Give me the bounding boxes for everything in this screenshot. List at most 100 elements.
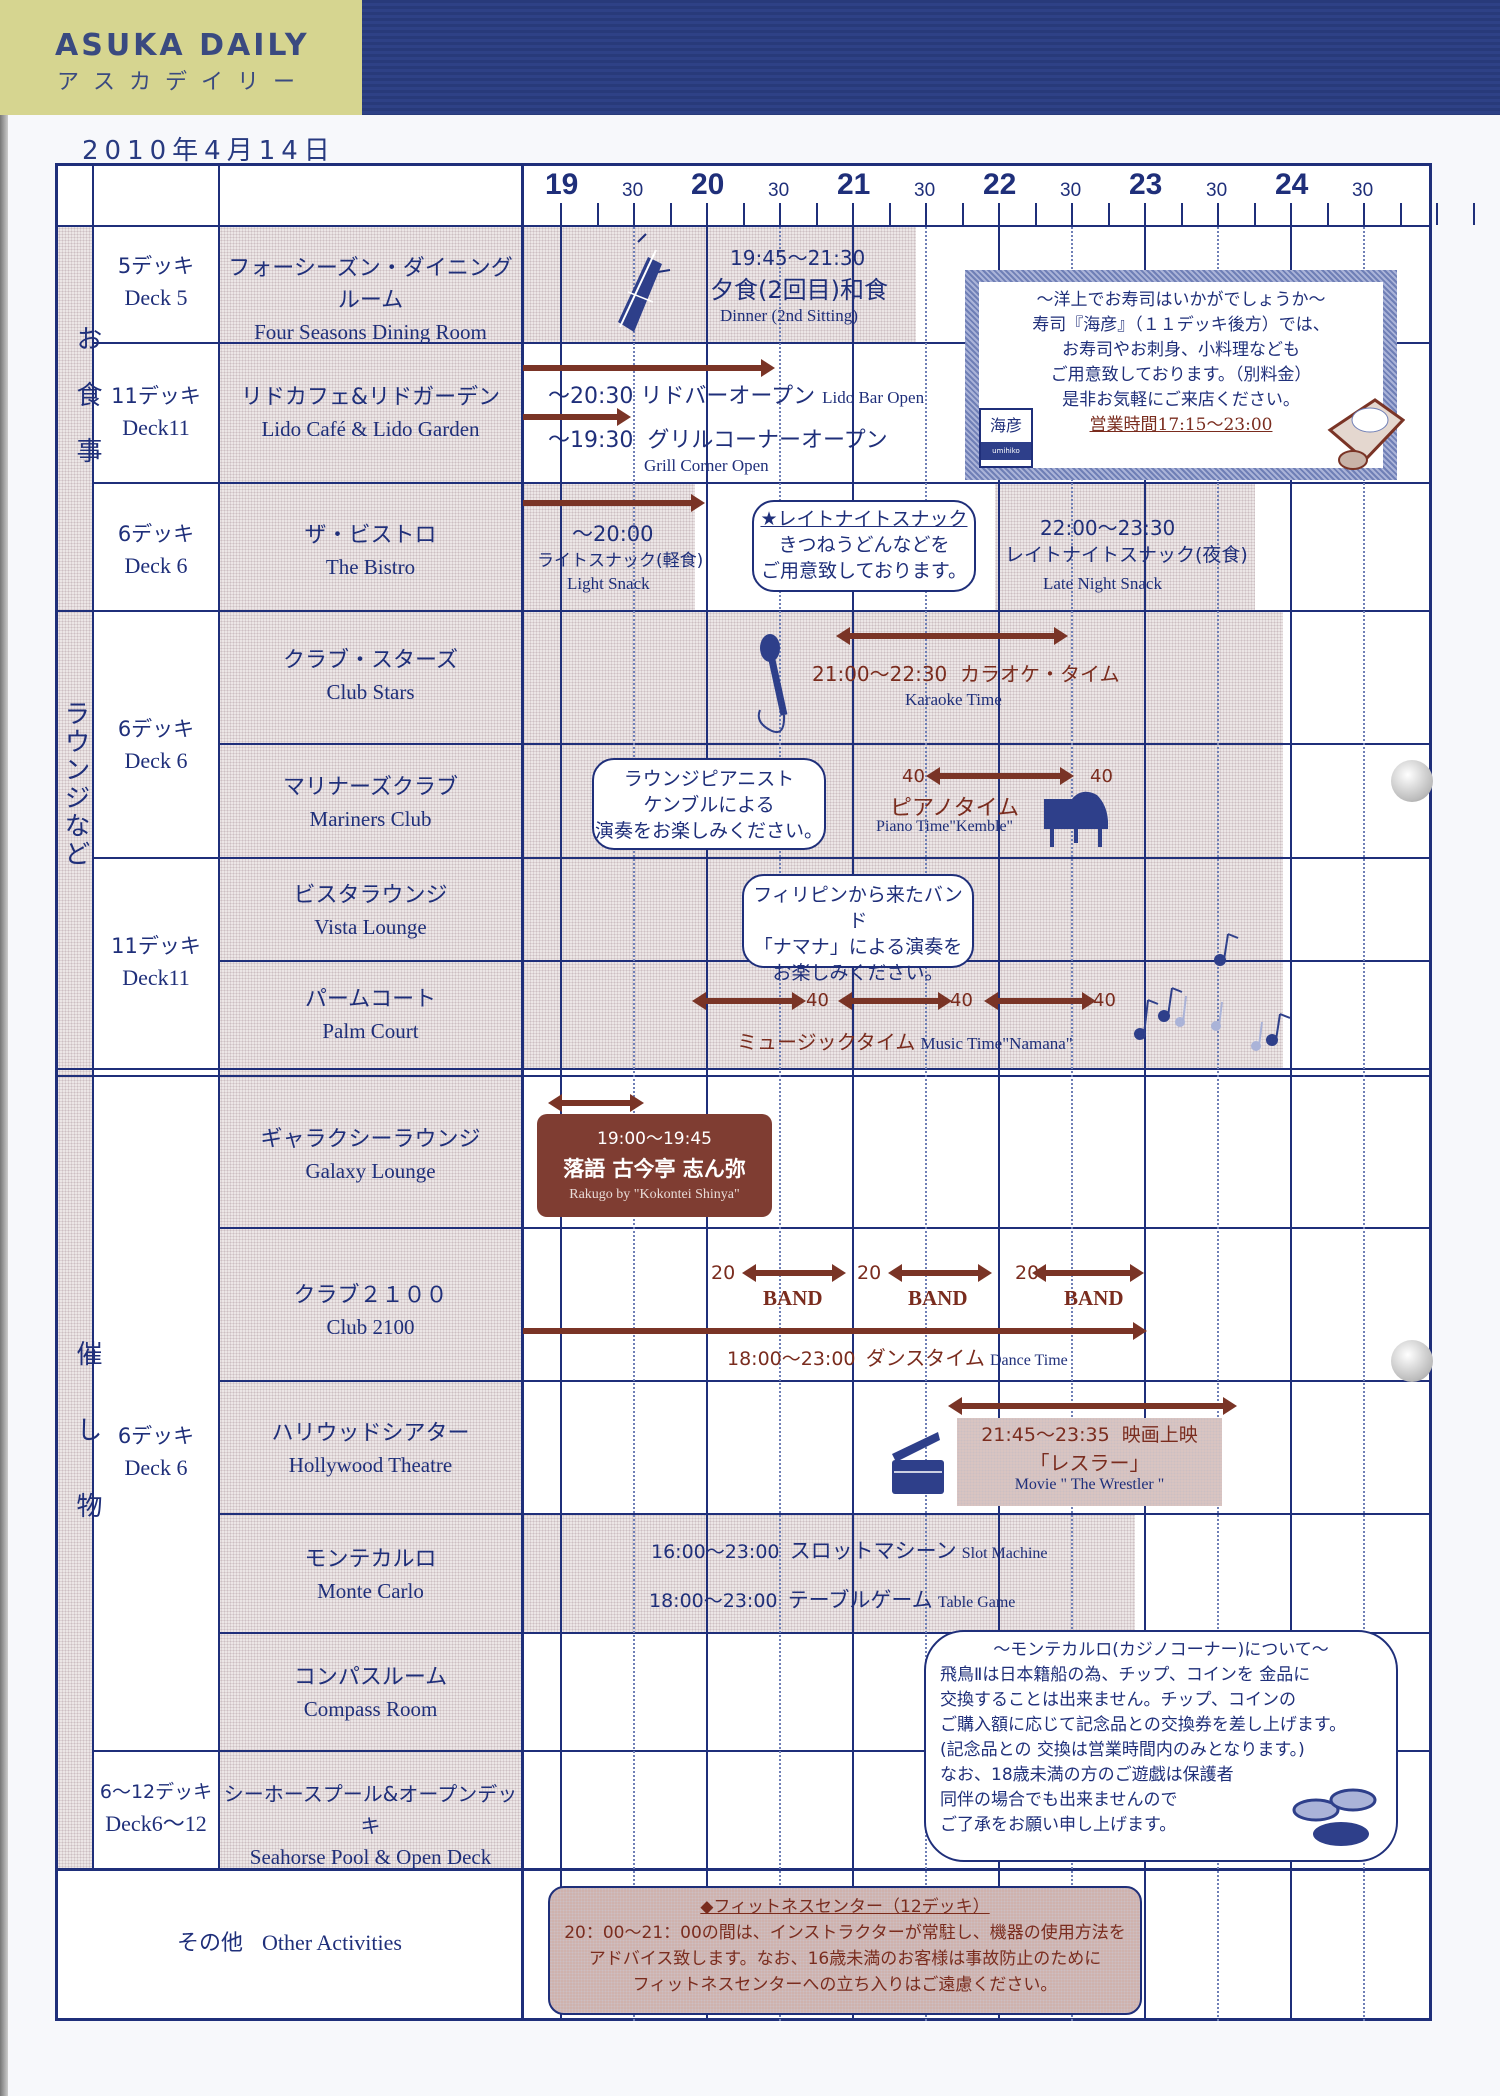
casino-note-line: 飛鳥Ⅱは日本籍船の為、チップ、コインを 金品に — [940, 1665, 1311, 1685]
half-hour-label: 30 — [622, 180, 644, 201]
venue-ja: ビスタラウンジ — [293, 883, 448, 908]
movie-en: Movie " The Wrestler " — [1014, 1476, 1165, 1493]
note-line: ラウンジピアニスト — [623, 768, 795, 790]
fitness-line: フィットネスセンターへの立ち入りはご遠慮ください。 — [632, 1975, 1058, 1995]
grill-time: 〜19:30 — [548, 428, 634, 453]
casino-note-line: ご購入額に応じて記念品との交換券を差し上げます。 — [940, 1715, 1347, 1735]
lido-bar-time: 〜20:30 — [548, 384, 634, 409]
timeline-tick — [1326, 203, 1329, 225]
half-hour-label: 30 — [914, 180, 936, 201]
band-label: BAND — [1064, 1286, 1124, 1310]
half-hour-label: 30 — [1352, 180, 1374, 201]
half-line — [1217, 227, 1219, 2021]
music-ja: ミュージックタイム — [737, 1030, 916, 1054]
dance-label: 18:00〜23:00 ダンスタイム Dance Time — [727, 1342, 1068, 1371]
hour-label: 20 — [691, 168, 725, 201]
row-line — [218, 1632, 1432, 1634]
music-set-min: 40 — [950, 990, 973, 1011]
casino-note-line: (記念品との 交換は営業時間内のみとなります。) — [940, 1740, 1305, 1760]
venue-en: Compass Room — [303, 1697, 438, 1721]
light-snack-time: 〜20:00 — [572, 522, 654, 546]
karaoke-time: 21:00〜22:30 — [812, 662, 948, 686]
casino-note-line: ご了承をお願い申し上げます。 — [940, 1815, 1177, 1835]
row-line — [218, 1513, 1432, 1515]
timeline-tick — [1290, 203, 1292, 225]
section-line — [55, 1868, 1432, 1871]
venue-ja: クラブ２１００ — [293, 1283, 448, 1308]
grill-en: Grill Corner Open — [644, 456, 769, 475]
timeline-tick — [961, 203, 964, 225]
late-snack-shade — [995, 484, 1255, 612]
deck-ja: 11デッキ — [111, 384, 201, 408]
category-events: 催し物 — [58, 1340, 102, 1589]
half-line — [925, 227, 927, 2021]
row-line — [92, 857, 1432, 859]
logo-sub: umihiko — [981, 442, 1031, 460]
hour-line-21 — [852, 227, 854, 2021]
half-hour-label: 30 — [768, 180, 790, 201]
timeline-tick — [998, 203, 1000, 225]
timeline-tick — [925, 203, 927, 225]
table-game-ja: テーブルゲーム — [787, 1588, 933, 1612]
col-divider-1 — [92, 163, 94, 1871]
section-line — [55, 610, 1432, 612]
timeline-tick — [1363, 203, 1365, 225]
timeline-tick — [779, 203, 781, 225]
note-line: ご用意致しております。 — [761, 560, 967, 582]
hour-label: 24 — [1275, 168, 1309, 201]
venue-en: Palm Court — [322, 1019, 419, 1043]
band-arrow — [888, 1264, 992, 1282]
note-line: ケンブルによる — [643, 794, 775, 816]
sushi-hours: 営業時間17:15〜23:00 — [1089, 415, 1273, 435]
deck-ja: 6デッキ — [117, 522, 195, 546]
late-snack-en: Late Night Snack — [1043, 574, 1162, 593]
timeline-tick — [1399, 203, 1402, 225]
deck-en: Deck 6 — [124, 553, 188, 578]
half-line — [779, 227, 781, 2021]
movie-arrow — [948, 1397, 1237, 1415]
category-label: 催し物 — [72, 1340, 102, 1568]
band-start-min: 20 — [857, 1262, 882, 1284]
hour-line-23 — [1144, 227, 1146, 2021]
piano-start-min: 40 — [902, 766, 925, 787]
timeline-tick — [1472, 203, 1475, 225]
venue-ja: フォーシーズン・ダイニングルーム — [228, 256, 513, 313]
deck-ja: 6デッキ — [117, 717, 195, 741]
hour-label: 23 — [1129, 168, 1163, 201]
other-en: Other Activities — [262, 1930, 402, 1955]
note-line: フィリピンから来たバンド — [753, 884, 963, 932]
fitness-line: アドバイス致します。なお、16歳未満のお客様は事故防止のために — [588, 1949, 1102, 1969]
timeline-tick — [1217, 203, 1219, 225]
half-hour-label: 30 — [1060, 180, 1082, 201]
rakugo-ja: 落語 古今亭 志ん弥 — [563, 1157, 746, 1181]
music-label: ミュージックタイム Music Time"Namana" — [737, 1026, 1073, 1055]
clapperboard-icon — [892, 1432, 944, 1494]
dance-ja: ダンスタイム — [865, 1346, 985, 1370]
row-line — [218, 1227, 1432, 1229]
category-dining: お食事 — [58, 325, 102, 514]
venue-ja: リドカフェ&リドガーデン — [240, 385, 501, 410]
sushi-line: ご用意致しております。（別料金） — [1050, 365, 1312, 385]
music-set-min: 40 — [1093, 990, 1116, 1011]
sushi-title: 〜洋上でお寿司はいかがでしょうか〜 — [1036, 290, 1326, 310]
venue-en: The Bistro — [325, 555, 416, 579]
venue-en: Mariners Club — [309, 807, 432, 831]
karaoke-label: 21:00〜22:30 カラオケ・タイム — [812, 658, 1120, 687]
venue-ja: ザ・ビストロ — [304, 523, 437, 548]
row-line — [92, 1750, 1432, 1752]
table-game-en: Table Game — [937, 1594, 1016, 1611]
movie-title: 「レスラー」 — [1029, 1451, 1150, 1475]
movie-box: 21:45〜23:35 映画上映 「レスラー」 Movie " The Wres… — [957, 1418, 1222, 1506]
casino-note-box: 〜モンテカルロ(カジノコーナー)について〜 飛鳥Ⅱは日本籍船の為、チップ、コイン… — [924, 1630, 1398, 1862]
music-set-arrow — [838, 992, 952, 1010]
band-label: BAND — [763, 1286, 823, 1310]
deck-ja: 6デッキ — [117, 1424, 195, 1448]
pianist-note-bubble: ラウンジピアニスト ケンブルによる 演奏をお楽しみください。 — [592, 758, 826, 850]
timeline-tick — [596, 203, 599, 225]
rakugo-en: Rakugo by "Kokontei Shinya" — [569, 1187, 740, 1202]
venue-ja: ハリウッドシアター — [271, 1421, 470, 1446]
